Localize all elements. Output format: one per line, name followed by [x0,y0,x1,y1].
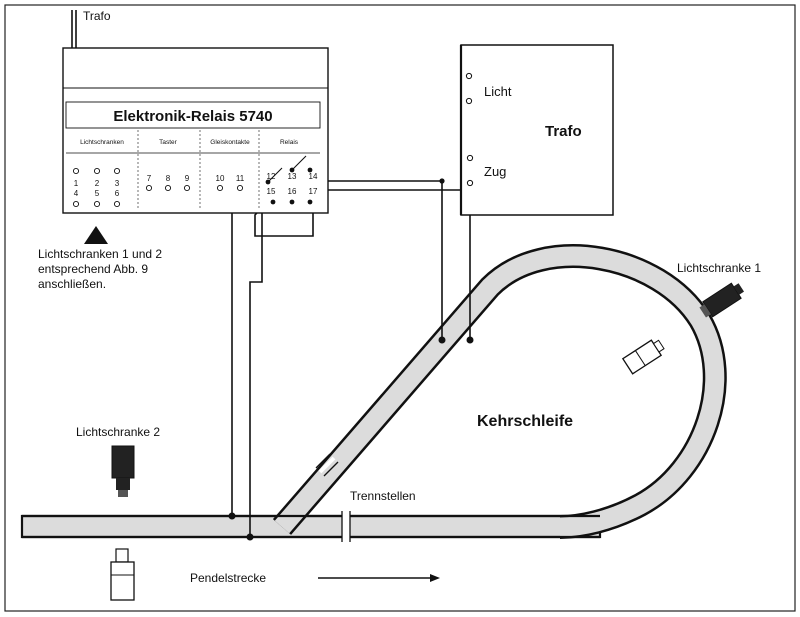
diagram-frame [4,4,796,612]
svg-text:15: 15 [267,187,276,196]
trennstelle-loop [315,453,339,477]
svg-text:7: 7 [147,174,152,183]
trafo-licht-terminal-1 [465,72,473,80]
relay-supply-label: Trafo [83,9,111,23]
pendelstrecke-label: Pendelstrecke [190,571,266,585]
direction-arrow-icon [318,574,440,582]
kehrschleife-track-fill [274,246,725,537]
feed-point-pendel-upper [228,512,236,520]
kehrschleife-track-outline [272,244,727,539]
svg-text:anschließen.: anschließen. [38,277,106,291]
connection-note: Lichtschranken 1 und 2 entsprechend Abb.… [38,247,162,291]
svg-text:1: 1 [74,179,79,188]
feed-point-pendel-lower [246,533,254,541]
feed-point-loop-right [466,336,474,344]
svg-text:9: 9 [185,174,190,183]
pendelstrecke-track [20,514,602,539]
section-taster: Taster [159,139,178,146]
lichtschranke-2-label: Lichtschranke 2 [76,425,160,439]
relay-box: Trafo Elektronik-Relais 5740 Lichtschran… [62,9,329,214]
svg-text:entsprechend Abb. 9: entsprechend Abb. 9 [38,262,148,276]
trafo-licht-terminal-2 [465,97,473,105]
svg-text:4: 4 [74,189,79,198]
relais-terminals: 12 13 14 15 16 17 [265,155,318,205]
taster-terminals: 7 8 9 [145,174,191,192]
relay-title: Elektronik-Relais 5740 [113,108,272,125]
lichtschranken-terminals: 1 2 3 4 5 6 [72,167,121,208]
svg-text:5: 5 [95,189,100,198]
feed-point-loop-left [438,336,446,344]
lichtschranke-2-receiver-icon [110,548,135,601]
svg-text:11: 11 [236,174,245,183]
trafo-box: Licht Trafo Zug [459,44,614,216]
svg-text:6: 6 [115,189,120,198]
trafo-zug-terminal-2 [466,179,474,187]
relay-title-plate [65,101,321,129]
svg-text:13: 13 [288,172,297,181]
trafo-zug-label: Zug [484,164,506,179]
trafo-zug-terminal-1 [466,154,474,162]
svg-text:12: 12 [267,172,276,181]
track-layout [20,244,727,542]
svg-text:10: 10 [216,174,225,183]
svg-text:17: 17 [309,187,318,196]
section-gleiskontakte: Gleiskontakte [210,139,250,146]
svg-text:2: 2 [95,179,100,188]
note-pointer-triangle [84,226,108,244]
gleiskontakte-terminals: 10 11 [216,174,245,192]
lichtschranke-1-receiver-icon [621,339,665,375]
svg-text:3: 3 [115,179,120,188]
lichtschranke-1-transmitter-icon [699,282,745,318]
trafo-licht-label: Licht [484,84,512,99]
trennstelle-straight [341,511,351,542]
section-lichtschranken: Lichtschranken [80,139,124,146]
svg-text:Lichtschranken 1 und 2: Lichtschranken 1 und 2 [38,247,162,261]
svg-text:14: 14 [309,172,318,181]
lichtschranke-2-transmitter-icon [111,445,135,497]
trennstellen-label: Trennstellen [350,489,416,503]
svg-text:16: 16 [288,187,297,196]
svg-text:8: 8 [166,174,171,183]
section-relais: Relais [280,139,299,146]
lichtschranke-1-label: Lichtschranke 1 [677,261,761,275]
kehrschleife-label: Kehrschleife [477,413,573,430]
trafo-title: Trafo [545,123,582,140]
